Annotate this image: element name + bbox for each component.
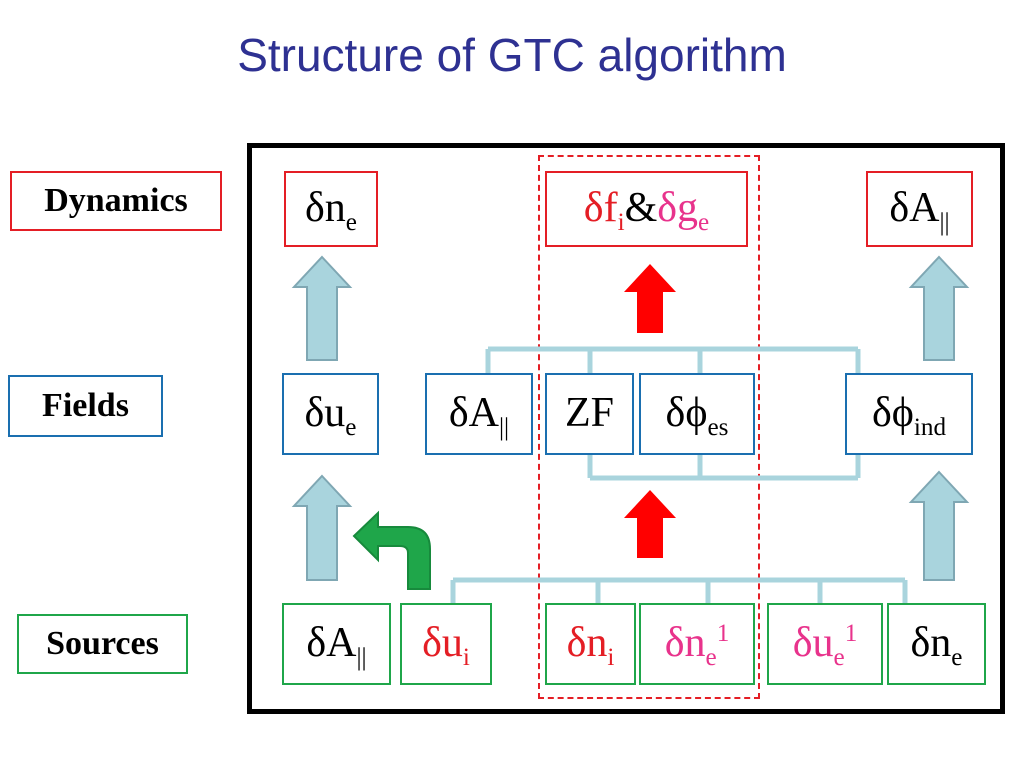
delta-symbol: δ [910, 620, 931, 666]
field-delta-apar: δA|| [425, 373, 533, 455]
delta-symbol: δ [871, 390, 892, 436]
delta-symbol: δ [305, 185, 325, 231]
symbol-base: f [603, 185, 618, 231]
phi-symbol: ϕ [685, 390, 708, 436]
diagram-frame [247, 143, 1005, 714]
symbol-base: u [812, 620, 834, 666]
symbol-sub: e [698, 208, 710, 236]
field-delta-phi-ind: δϕind [845, 373, 973, 455]
up-arrow-icon [908, 255, 970, 361]
symbol-base: n [684, 620, 706, 666]
symbol-base: u [441, 620, 463, 666]
symbol-sub: e [833, 643, 845, 671]
delta-symbol: δ [422, 620, 442, 666]
symbol-sub: e [951, 643, 963, 671]
row-label-sources-text: Sources [46, 625, 159, 662]
dashed-highlight [538, 155, 760, 699]
symbol-base: A [909, 185, 940, 231]
symbol-base: n [586, 620, 608, 666]
symbol-base: A [468, 390, 500, 436]
symbol-base: n [324, 185, 346, 231]
row-label-fields-text: Fields [42, 387, 129, 424]
source-delta-ne1: δne1 [639, 603, 755, 685]
symbol-sub: ind [913, 413, 947, 441]
field-delta-phi-es: δϕes [639, 373, 755, 455]
source-delta-ui: δui [400, 603, 492, 685]
symbol-base: u [324, 390, 346, 436]
delta-symbol: δ [664, 620, 685, 666]
row-label-fields: Fields [8, 375, 163, 437]
zf-label: ZF [564, 390, 614, 436]
dynamics-delta-apar: δA|| [866, 171, 973, 247]
delta-symbol: δ [304, 390, 325, 436]
delta-symbol: δ [306, 620, 327, 666]
symbol-sub: i [617, 208, 625, 236]
curved-arrow-icon [352, 510, 431, 590]
dynamics-delta-ne: δne [284, 171, 378, 247]
field-connector-bottom [587, 455, 861, 481]
delta-symbol: δ [566, 620, 587, 666]
field-zf: ZF [545, 373, 634, 455]
up-arrow-icon [908, 470, 970, 581]
up-arrow-icon [624, 264, 676, 333]
delta-symbol: δ [889, 185, 910, 231]
symbol-base: A [326, 620, 357, 666]
field-connector-top [485, 346, 861, 373]
delta-symbol: δ [665, 390, 686, 436]
up-arrow-icon [624, 490, 676, 558]
source-delta-ni: δni [545, 603, 636, 685]
parallel-sub: || [939, 208, 950, 236]
delta-symbol: δ [792, 620, 813, 666]
up-arrow-icon [291, 474, 353, 581]
parallel-sub: || [356, 643, 367, 671]
row-label-dynamics: Dynamics [10, 171, 222, 231]
source-connector [450, 577, 908, 603]
up-arrow-icon [291, 255, 353, 361]
page-title: Structure of GTC algorithm [237, 29, 787, 81]
phi-symbol: ϕ [891, 390, 914, 436]
source-delta-apar: δA|| [282, 603, 391, 685]
symbol-sup: 1 [844, 619, 858, 647]
symbol-sub: i [462, 643, 470, 671]
row-label-dynamics-text: Dynamics [44, 182, 188, 219]
parallel-sub: || [499, 413, 510, 441]
row-label-sources: Sources [17, 614, 188, 674]
symbol-sub: es [707, 413, 729, 441]
symbol-sub: e [705, 643, 717, 671]
symbol-sup: 1 [716, 619, 730, 647]
field-delta-ue: δue [282, 373, 379, 455]
dynamics-delta-fi-delta-ge: δfi&δge [545, 171, 748, 247]
delta-symbol: δ [448, 390, 469, 436]
symbol-base: g [677, 185, 699, 231]
delta-symbol: δ [657, 185, 678, 231]
source-delta-ue1: δue1 [767, 603, 883, 685]
symbol-sub: e [345, 413, 357, 441]
symbol-base: n [930, 620, 952, 666]
ampersand: & [624, 185, 658, 231]
symbol-sub: i [607, 643, 615, 671]
symbol-sub: e [345, 208, 357, 236]
delta-symbol: δ [583, 185, 604, 231]
source-delta-ne: δne [887, 603, 986, 685]
